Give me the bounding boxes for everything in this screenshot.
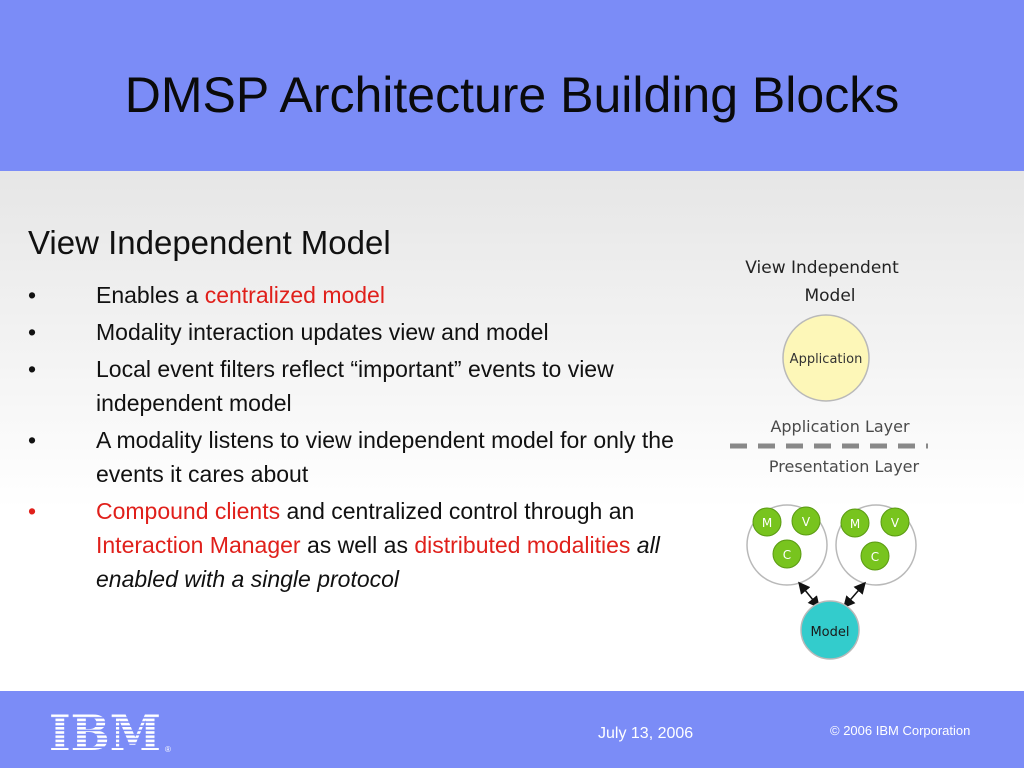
ibm-logo: IBM ®: [49, 706, 171, 756]
bullet-text: Interaction Manager: [96, 532, 301, 558]
bullet-text: as well as: [300, 532, 415, 558]
diagram-title-line2: Model: [804, 286, 855, 306]
bullet-item: • A modality listens to view independent …: [28, 423, 713, 491]
left-modality-m-label: M: [762, 516, 772, 530]
right-modality-v: [880, 507, 910, 537]
bullet-text: Modality interaction updates view and mo…: [96, 319, 549, 345]
slide-title: DMSP Architecture Building Blocks: [124, 67, 900, 123]
left-modality-c-label: C: [783, 548, 791, 562]
model-circle: [800, 600, 860, 660]
header-band: [0, 0, 1024, 171]
footer-band: [0, 691, 1024, 768]
bullet-list: • Enables a centralized model • Modality in…: [28, 278, 713, 599]
left-modality-v-label: V: [802, 515, 811, 529]
bullet-marker: •: [28, 282, 37, 308]
right-modality-c: [860, 541, 890, 571]
architecture-diagram: View Independent Model Application Appli…: [730, 258, 928, 660]
left-modality-m: [752, 507, 782, 537]
bullet-marker: •: [28, 427, 37, 453]
right-client-circle: [835, 504, 917, 586]
left-modality-v: [791, 506, 821, 536]
ibm-logo-text: IBM: [49, 706, 161, 756]
bullet-text: Enables a: [96, 282, 205, 308]
bullet-text: and centralized control through an: [280, 498, 635, 524]
footer-date: July 13, 2006: [598, 725, 694, 742]
bullet-item: • Local event filters reflect “important”…: [28, 352, 713, 420]
diagram-title-line1: View Independent: [745, 258, 899, 278]
application-label: Application: [790, 352, 863, 367]
right-modality-v-label: V: [891, 516, 900, 530]
application-layer-label: Application Layer: [770, 417, 910, 436]
left-client-circle: [746, 504, 828, 586]
bullet-item: • Enables a centralized model: [28, 278, 713, 312]
bullet-text: Compound clients: [96, 498, 281, 524]
bullet-text: A modality listens to view independent m…: [96, 427, 674, 487]
footer-copyright: © 2006 IBM Corporation: [830, 723, 971, 738]
bullet-item: • Compound clients and centralized contro…: [28, 494, 713, 596]
bullet-marker: •: [28, 498, 37, 524]
section-heading: View Independent Model: [28, 224, 391, 261]
bullet-marker: •: [28, 356, 37, 382]
bullet-item: • Modality interaction updates view and m…: [28, 315, 713, 349]
bullet-text: centralized model: [204, 282, 385, 308]
presentation-layer-label: Presentation Layer: [769, 457, 920, 476]
application-circle: [782, 314, 870, 402]
bullet-marker: •: [28, 319, 37, 345]
right-modality-m-label: M: [850, 517, 860, 531]
left-client-model-arrow: [798, 581, 820, 609]
right-modality-c-label: C: [871, 550, 879, 564]
left-modality-c: [772, 539, 802, 569]
right-client-model-arrow: [843, 581, 866, 609]
bullet-text: distributed modalities: [414, 532, 631, 558]
bullet-text: all enabled with a single protocol: [96, 532, 660, 592]
bullet-text: Local event filters reflect “important” …: [96, 356, 614, 416]
svg-text:®: ®: [165, 745, 171, 754]
model-label: Model: [810, 625, 849, 640]
right-modality-m: [840, 508, 870, 538]
